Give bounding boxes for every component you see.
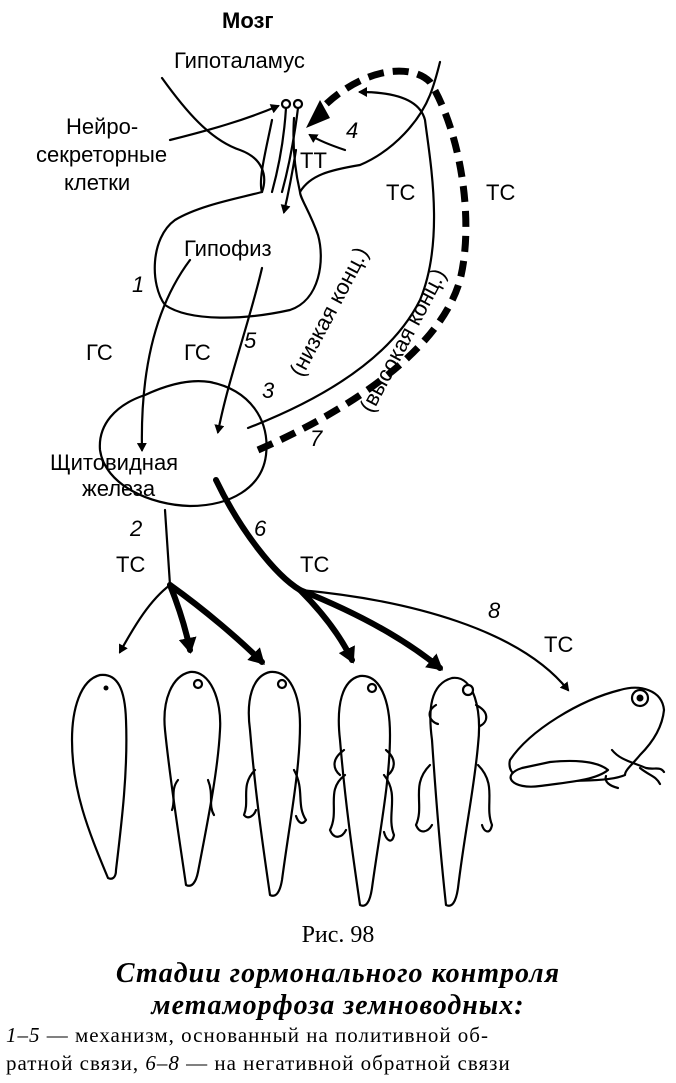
- neurosecretory-cell: [292, 98, 304, 110]
- stage-tadpole-3: [242, 670, 308, 897]
- tt-arrow: [280, 148, 298, 214]
- number-6: 6: [254, 516, 267, 541]
- stage-frog: [508, 686, 666, 790]
- arrow-2-stem: [163, 508, 172, 587]
- number-7: 7: [310, 426, 323, 451]
- gs-label-right: ГС: [184, 340, 211, 365]
- arrow-5: [214, 266, 264, 434]
- arrow-to-stage-1: [118, 583, 172, 654]
- neuro-label-3: клетки: [64, 170, 130, 195]
- caption-text-1: — механизм, основанный на политивной об-: [41, 1023, 489, 1047]
- caption-range-2: 6–8: [145, 1051, 180, 1075]
- arrow-8: [298, 588, 570, 692]
- axon-line: [280, 106, 300, 194]
- arrow-4: [308, 133, 347, 152]
- neuro-label-1: Нейро-: [66, 114, 138, 139]
- neurosecretory-cell: [280, 98, 292, 110]
- caption-range-1: 1–5: [6, 1023, 41, 1047]
- arrow-to-stage-2: [167, 582, 197, 654]
- thyroid-label-1: Щитовидная: [50, 450, 178, 475]
- number-3: 3: [262, 378, 275, 403]
- brain-outline: [153, 60, 442, 319]
- caption-title-1: Стадии гормонального контроля: [116, 958, 560, 989]
- tt-label: ТТ: [300, 148, 327, 173]
- pituitary-label: Гипофиз: [184, 236, 272, 261]
- ts-label-6: ТС: [300, 552, 329, 577]
- stage-tadpole-1: [70, 673, 128, 880]
- low-conc-label: (низкая конц.): [284, 243, 373, 381]
- arrow-to-stage-3: [167, 582, 265, 665]
- stage-tadpole-5: [414, 676, 494, 907]
- neuro-pointer-arrow: [168, 104, 280, 142]
- ts-label-2: ТС: [116, 552, 145, 577]
- thyroid-label-2: железа: [82, 476, 156, 501]
- caption-text-2b: — на негативной обратной связи: [180, 1051, 511, 1075]
- caption-title-2: метаморфоза земноводных:: [150, 990, 524, 1021]
- caption-line-1: 1–5 — механизм, основанный на политивной…: [6, 1023, 489, 1047]
- caption-text-2a: ратной связи,: [6, 1051, 145, 1075]
- ts-label-upper-2: ТС: [486, 180, 515, 205]
- neuro-label-2: секреторные: [36, 142, 167, 167]
- number-8: 8: [488, 598, 501, 623]
- stage-tadpole-4: [328, 674, 396, 907]
- arrow-7: [256, 67, 470, 454]
- brain-label: Мозг: [222, 8, 274, 33]
- thyroid-outline: [98, 380, 268, 508]
- axon-line: [270, 106, 288, 194]
- hypothalamus-label: Гипоталамус: [174, 48, 305, 73]
- number-2: 2: [129, 516, 142, 541]
- ts-label-upper-1: ТС: [386, 180, 415, 205]
- arrow-1: [136, 258, 192, 452]
- number-5: 5: [244, 328, 257, 353]
- arrow-7-head: [306, 100, 330, 128]
- high-conc-label: (высокая конц.): [354, 264, 451, 416]
- arrow-3: [246, 87, 436, 430]
- ts-label-8: ТС: [544, 632, 573, 657]
- gs-label-left: ГС: [86, 340, 113, 365]
- arrow-6-stem: [213, 477, 303, 593]
- stage-tadpole-2: [163, 670, 222, 887]
- caption-line-2: ратной связи, 6–8 — на негативной обратн…: [6, 1051, 511, 1075]
- figure-number: Рис. 98: [302, 922, 375, 948]
- arrow-to-stage-5: [297, 587, 444, 671]
- number-1: 1: [132, 272, 144, 297]
- number-4: 4: [346, 118, 358, 143]
- arrow-to-stage-4: [297, 587, 355, 664]
